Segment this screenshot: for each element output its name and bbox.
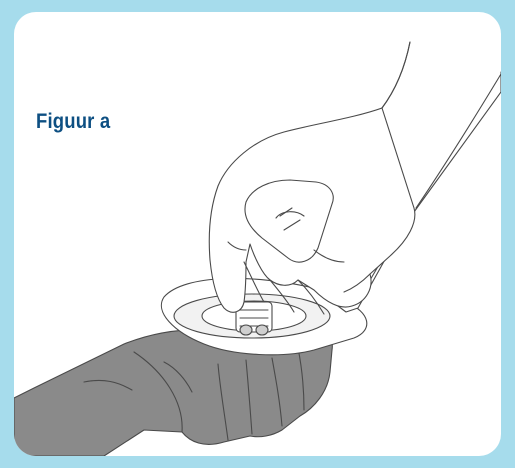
- figure-card: Figuur a: [14, 12, 501, 456]
- hands-holding-device-illustration: [14, 12, 501, 456]
- bare-hand-icon: [209, 42, 501, 314]
- figure-caption: Figuur a: [36, 110, 110, 134]
